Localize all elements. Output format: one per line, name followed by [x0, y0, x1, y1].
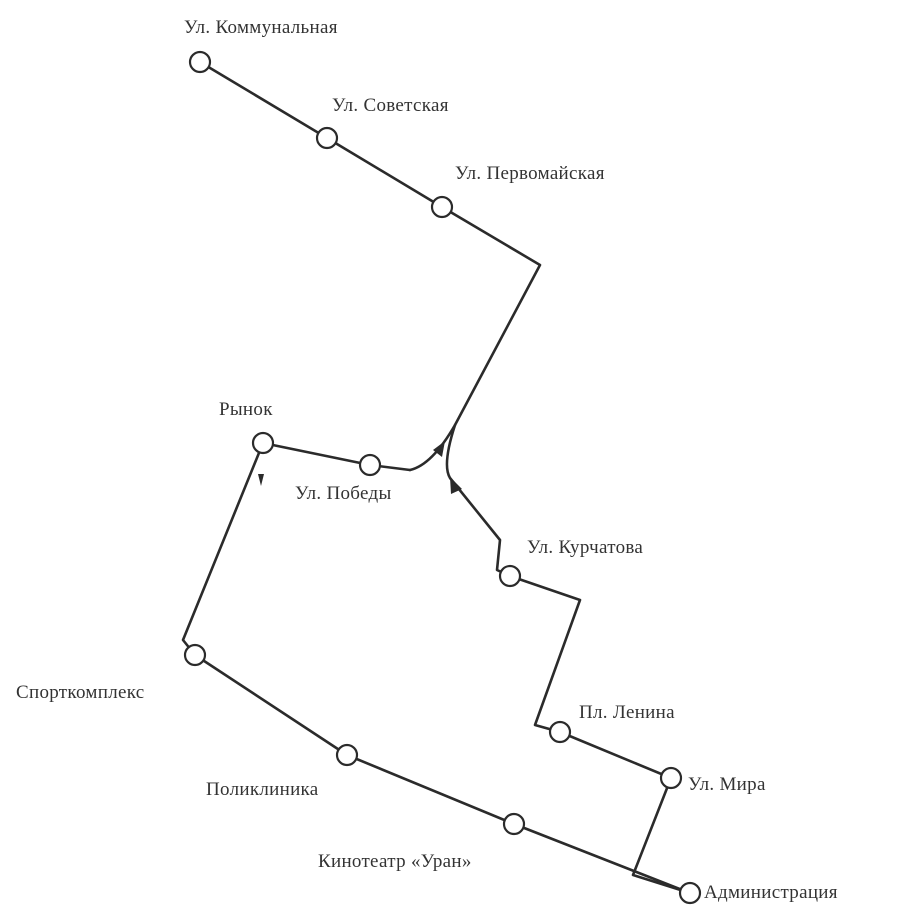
stop-label-pl-lenina: Пл. Ленина	[579, 702, 675, 723]
route-line-west	[181, 441, 692, 895]
stop-label-poliklinika: Поликлиника	[206, 779, 319, 800]
direction-arrow-east	[450, 477, 462, 494]
direction-arrow-north	[433, 441, 445, 457]
stop-label-kurchatova: Ул. Курчатова	[527, 537, 643, 558]
stop-label-mira: Ул. Мира	[688, 774, 766, 795]
stop-label-sovetskaya: Ул. Советская	[332, 95, 449, 116]
stop-marker-sportkompleks[interactable]	[183, 643, 207, 667]
stop-marker-mira[interactable]	[659, 766, 683, 790]
stop-marker-pl-lenina[interactable]	[548, 720, 572, 744]
stop-label-rynok: Рынок	[219, 399, 273, 420]
stop-marker-kommunalnaya[interactable]	[188, 50, 212, 74]
stop-label-kinoteatr: Кинотеатр «Уран»	[318, 851, 472, 872]
stop-marker-administraciya[interactable]	[678, 881, 702, 905]
stop-marker-poliklinika[interactable]	[335, 743, 359, 767]
stop-marker-pobedy[interactable]	[358, 453, 382, 477]
stop-marker-rynok[interactable]	[251, 431, 275, 455]
stop-label-sportkompleks: Спорткомплекс	[16, 682, 145, 703]
stop-marker-kurchatova[interactable]	[498, 564, 522, 588]
stop-marker-kinoteatr[interactable]	[502, 812, 526, 836]
stop-marker-sovetskaya[interactable]	[315, 126, 339, 150]
stop-label-kommunalnaya: Ул. Коммунальная	[184, 17, 338, 38]
route-line-east	[445, 423, 692, 895]
stop-label-pobedy: Ул. Победы	[295, 483, 392, 504]
stop-marker-pervomayskaya[interactable]	[430, 195, 454, 219]
stop-label-pervomayskaya: Ул. Первомайская	[455, 163, 605, 184]
stop-label-administraciya: Администрация	[704, 882, 838, 903]
direction-arrow-west	[258, 474, 264, 486]
